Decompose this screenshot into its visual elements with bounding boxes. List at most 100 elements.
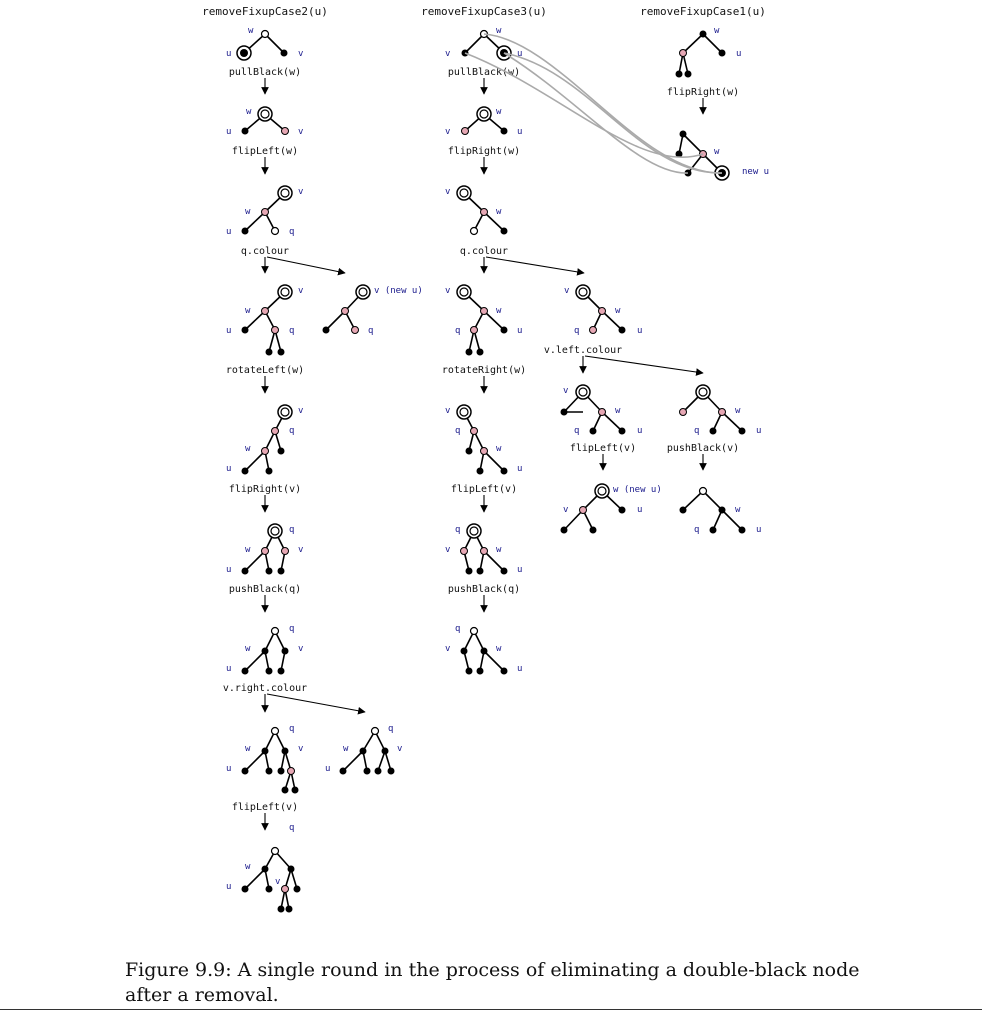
c3-stage-7: q v w u	[445, 624, 522, 675]
node-label: u	[517, 326, 522, 336]
node-label: v	[563, 505, 568, 515]
node-label: w	[496, 207, 502, 217]
correspondence-links	[464, 33, 723, 174]
node-label: q	[574, 326, 579, 336]
op-label: rotateLeft(w)	[226, 365, 304, 376]
c2-stage-3: v w u q	[226, 185, 303, 237]
c3-stage-4: v w q u	[445, 284, 522, 356]
op-label: flipRight(w)	[448, 146, 520, 157]
op-label: flipLeft(v)	[232, 802, 298, 813]
case1-title: removeFixupCase1(u)	[640, 5, 766, 18]
c3-stage-6: q v w u	[445, 523, 522, 575]
node-label: v	[397, 744, 402, 754]
node-label: w	[714, 26, 720, 36]
node-label: new u	[742, 167, 769, 177]
node-label: v	[298, 744, 303, 754]
node-label: u	[325, 764, 330, 774]
node-label: w	[496, 644, 502, 654]
node-label: v	[275, 877, 280, 887]
node-label: u	[517, 464, 522, 474]
node-label: u	[756, 426, 761, 436]
node-label: q	[455, 326, 460, 336]
op-label: rotateRight(w)	[442, 365, 526, 376]
node-label: w	[246, 107, 252, 117]
node-label: u	[756, 525, 761, 535]
node-label: w	[735, 505, 741, 515]
case1-column: w u flipRight(w) w new u	[464, 26, 769, 181]
op-label: q.colour	[241, 246, 289, 257]
node-label: u	[226, 664, 231, 674]
c2-stage-8: q w v u	[226, 724, 303, 794]
c2-stage-7: q w v u	[226, 624, 303, 675]
c3-stage-3: v w	[445, 185, 508, 236]
op-label: v.left.colour	[544, 345, 622, 356]
op-label: pullBlack(w)	[229, 67, 301, 78]
node-label: q	[455, 426, 460, 436]
node-label: v	[563, 386, 568, 396]
node-label: u	[226, 127, 231, 137]
node-label: u	[637, 326, 642, 336]
node-label: v	[445, 127, 450, 137]
node-label: q	[289, 724, 294, 734]
node-label: u	[226, 764, 231, 774]
c2-stage-6: q w v u	[226, 523, 303, 575]
node-label: w	[343, 744, 349, 754]
op-label: flipLeft(v)	[570, 443, 636, 454]
c1-stage-1: w u	[675, 26, 741, 78]
op-label: flipRight(v)	[229, 484, 301, 495]
c2-stage-1: w u v	[226, 26, 303, 61]
case2-title: removeFixupCase2(u)	[202, 5, 328, 18]
c2-stage-2: w u v	[226, 106, 303, 137]
node-label: v	[445, 644, 450, 654]
node-label: w	[245, 744, 251, 754]
node-label: w	[714, 147, 720, 157]
bottom-divider	[0, 1009, 982, 1010]
op-label: pushBlack(q)	[448, 584, 520, 595]
node-label: u	[517, 565, 522, 575]
red-black-tree-diagram: removeFixupCase2(u) removeFixupCase3(u) …	[202, 5, 769, 913]
c3-branch-a: v w q u	[560, 384, 642, 436]
node-label: q	[694, 525, 699, 535]
c2-stage-8-alt: q w v u	[325, 724, 402, 775]
node-label: q	[368, 326, 373, 336]
node-label: w	[735, 406, 741, 416]
op-label: flipLeft(v)	[451, 484, 517, 495]
node-label: q	[455, 525, 460, 535]
node-label: w (new u)	[613, 485, 662, 495]
node-label: q	[455, 624, 460, 634]
node-label: u	[637, 505, 642, 515]
case3-title: removeFixupCase3(u)	[421, 5, 547, 18]
node-label: q	[574, 426, 579, 436]
op-label: flipRight(w)	[667, 87, 739, 98]
node-label: u	[226, 882, 231, 892]
node-label: v	[298, 286, 303, 296]
node-label: v	[298, 187, 303, 197]
node-label: v	[298, 545, 303, 555]
c3-branch-b-result: w q u	[679, 486, 761, 535]
node-label: v	[298, 49, 303, 59]
node-label: u	[226, 326, 231, 336]
node-label: w	[245, 644, 251, 654]
node-label: u	[226, 227, 231, 237]
node-label: u	[736, 49, 741, 59]
node-label: u	[517, 49, 522, 59]
c3-stage-4-alt: v w q u	[564, 284, 642, 336]
c3-stage-2: w v u	[445, 106, 522, 137]
node-label: u	[226, 49, 231, 59]
node-label: w	[245, 862, 251, 872]
node-label: w	[615, 406, 621, 416]
op-label: v.right.colour	[223, 683, 307, 694]
node-label: w	[245, 444, 251, 454]
node-label: w	[496, 444, 502, 454]
op-label: pushBlack(q)	[229, 584, 301, 595]
c3-branch-a-result: w (new u) v u	[560, 483, 662, 534]
node-label: w	[245, 207, 251, 217]
node-label: v	[564, 286, 569, 296]
node-label: w	[496, 107, 502, 117]
c3-stage-5: v q w u	[445, 404, 522, 475]
node-label: u	[226, 464, 231, 474]
c2-stage-4-alt: v (new u) q	[322, 284, 423, 336]
node-label: w	[496, 306, 502, 316]
c2-stage-5: v q w u	[226, 404, 303, 475]
node-label: w	[615, 306, 621, 316]
